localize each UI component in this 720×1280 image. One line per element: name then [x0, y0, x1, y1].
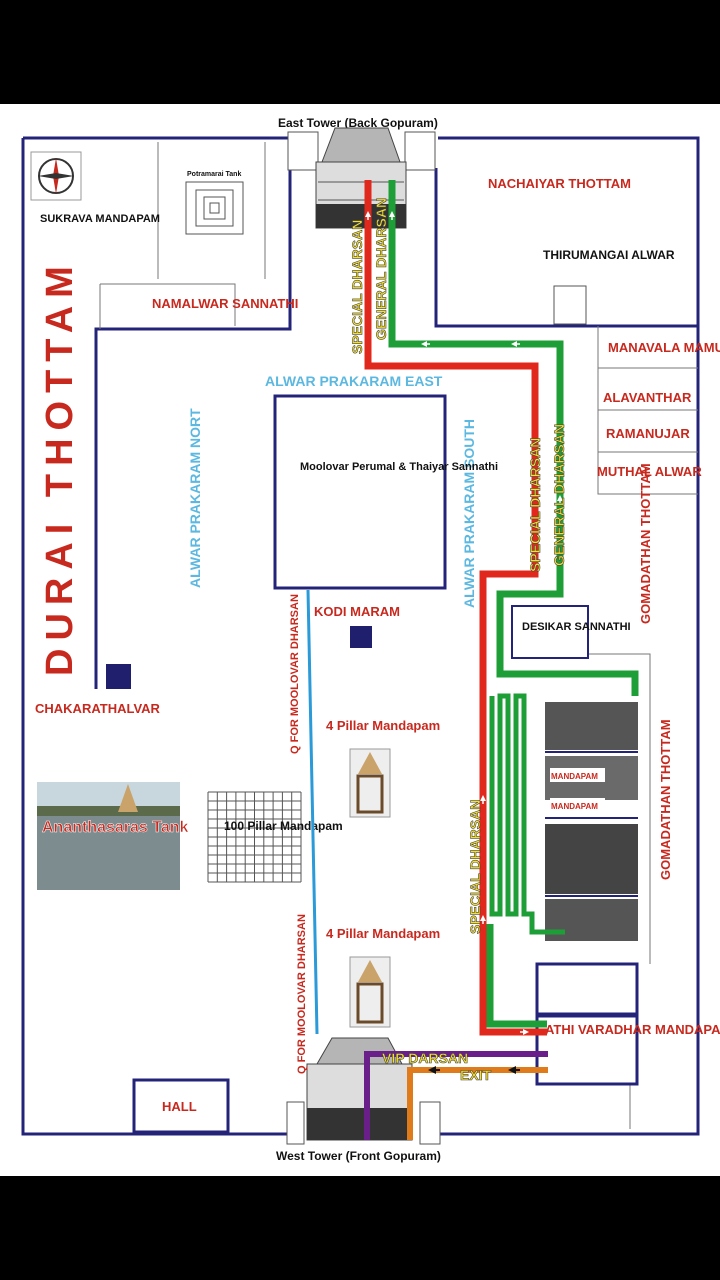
queue-route-line — [306, 589, 319, 1035]
general-route-line — [388, 180, 639, 696]
exit-route-label: EXIT — [460, 1067, 492, 1083]
special-route-label-bottom: SPECIAL DHARSAN — [467, 800, 483, 934]
alwar-prakaram-south-label: ALWAR PRAKARAM SOUTH — [461, 419, 477, 608]
potramarai-tank-label: Potramarai Tank — [187, 171, 241, 178]
alwar-prakaram-east-label: ALWAR PRAKARAM EAST — [265, 373, 443, 389]
athi-varadhar-annex — [535, 962, 639, 1016]
general-route-label-mid: GENERAL DHARSAN — [551, 424, 567, 566]
pillar100-grid — [207, 791, 302, 883]
desikar-sannathi-box — [511, 605, 589, 659]
temple-map: SUKRAVA MANDAPAM Potramarai Tank NAMALWA… — [0, 104, 720, 1176]
route-arrows — [365, 211, 563, 1035]
kodi-maram-label: KODI MARAM — [314, 604, 400, 619]
moolovar-label: Moolovar Perumal & Thaiyar Sannathi — [300, 461, 498, 473]
alavanthar-label: ALAVANTHAR — [603, 390, 692, 405]
outer-wall — [21, 136, 700, 1136]
special-route-label-mid: SPECIAL DHARSAN — [527, 438, 543, 572]
pillar4-top-icon — [349, 748, 391, 818]
potramarai-tank — [185, 181, 244, 235]
hall-label: HALL — [162, 1099, 197, 1114]
ananthasaras-tank-photo — [37, 782, 180, 890]
pillar4-bottom-icon — [349, 956, 391, 1028]
queue-halls — [545, 702, 638, 941]
gomadathan-thottam-top-label: GOMADATHAN THOTTAM — [638, 463, 653, 624]
sukrava-mandapam-label: SUKRAVA MANDAPAM — [40, 213, 160, 225]
vip-route-label: VIP DARSAN — [382, 1050, 468, 1066]
thirumangai-alwar-shrine — [553, 285, 587, 325]
west-tower-label: West Tower (Front Gopuram) — [276, 1149, 441, 1163]
gomadathan-thottam-bottom-label: GOMADATHAN THOTTAM — [658, 719, 673, 880]
nachaiyar-thottam-label: NACHAIYAR THOTTAM — [488, 176, 631, 191]
west-gopuram-icon — [306, 1037, 413, 1141]
mandapam-small-2: MANDAPAM — [551, 802, 598, 811]
special-route-label-top: SPECIAL DHARSAN — [349, 220, 365, 354]
moolovar-sanctum — [273, 394, 447, 590]
special-route-line — [364, 180, 547, 1036]
chakarathalvar-label: CHAKARATHALVAR — [35, 701, 161, 716]
queue-route-label-top: Q FOR MOOLOVAR DHARSAN — [289, 594, 301, 754]
mandapam-small-1: MANDAPAM — [551, 772, 598, 781]
desikar-sannathi-label: DESIKAR SANNATHI — [522, 621, 631, 633]
exit-route-line — [407, 1067, 548, 1140]
inner-wall-east — [434, 168, 698, 328]
muthal-alwar-label: MUTHAL ALWAR — [597, 464, 702, 479]
hall-box — [132, 1078, 230, 1134]
athi-varadhar-box — [535, 1014, 639, 1086]
general-queue-zigzag — [489, 693, 565, 935]
compass-icon — [30, 151, 82, 201]
chakarathalvar-marker — [106, 664, 131, 689]
pillar4-top-label: 4 Pillar Mandapam — [326, 718, 440, 733]
general-route-to-athi — [486, 924, 547, 1028]
ramanujar-label: RAMANUJAR — [606, 426, 690, 441]
west-tower-pillar-right — [419, 1101, 441, 1145]
thin-lines — [99, 142, 698, 1129]
pillar100-label: 100 Pillar Mandapam — [224, 819, 343, 833]
east-tower-pillar-right — [404, 131, 436, 171]
general-route-label-top: GENERAL DHARSAN — [373, 198, 389, 340]
manavala-mamunigal-label: MANAVALA MAMUNIGAL — [608, 340, 720, 355]
queue-route-label-bottom: Q FOR MOOLOVAR DHARSAN — [296, 914, 308, 1074]
durai-thottam-label: DURAI THOTTAM — [39, 258, 81, 676]
east-tower-label: East Tower (Back Gopuram) — [278, 116, 438, 130]
vip-route-line — [364, 1051, 548, 1140]
west-tower-pillar-left — [286, 1101, 305, 1145]
pillar4-bottom-label: 4 Pillar Mandapam — [326, 926, 440, 941]
alwar-prakaram-nort-label: ALWAR PRAKARAM NORT — [187, 408, 203, 588]
ananthasaras-tank-label: Ananthasaras Tank — [42, 819, 189, 836]
thirumangai-alwar-label: THIRUMANGAI ALWAR — [543, 248, 675, 262]
inner-wall-north — [94, 168, 292, 689]
temple-map-svg: SUKRAVA MANDAPAM Potramarai Tank NAMALWA… — [21, 116, 720, 1163]
east-tower-pillar-left — [287, 131, 319, 171]
namalwar-sannathi-label: NAMALWAR SANNATHI — [152, 296, 298, 311]
kodi-maram-marker — [350, 626, 372, 648]
athi-varadhar-label: ATHI VARADHAR MANDAPAM — [545, 1022, 720, 1037]
